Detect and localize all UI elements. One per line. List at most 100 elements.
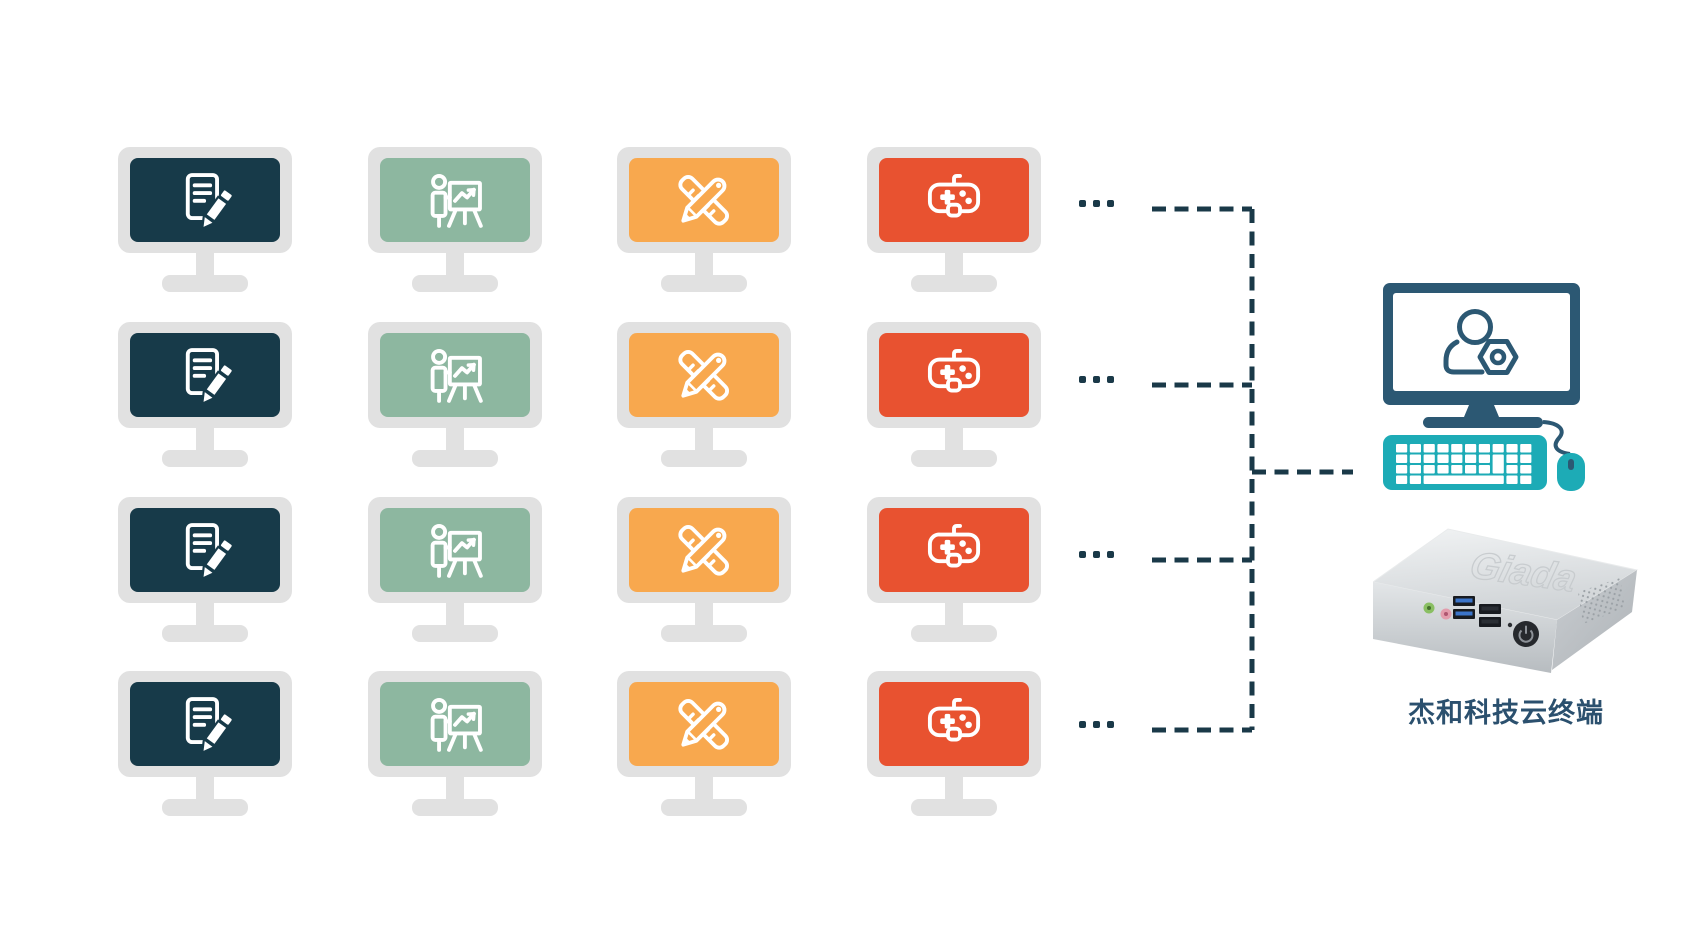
monitor-presentation-row-3 (368, 497, 542, 642)
row-ellipsis-3 (1079, 551, 1114, 558)
monitor-stand-base (661, 450, 747, 467)
ellipsis-dot (1079, 200, 1086, 207)
row-ellipsis-1 (1079, 200, 1114, 207)
ellipsis-dot (1093, 551, 1100, 558)
monitor-bezel (368, 671, 542, 777)
monitor-stand-base (412, 275, 498, 292)
monitor-bezel (617, 671, 791, 777)
monitor-bezel (118, 497, 292, 603)
monitor-screen (380, 508, 530, 592)
monitor-bezel (118, 147, 292, 253)
monitor-design-tools-row-1 (617, 147, 791, 292)
monitor-screen (629, 333, 779, 417)
usb3-ports (1453, 596, 1475, 619)
row-ellipsis-4 (1079, 721, 1114, 728)
ellipsis-dot (1079, 721, 1086, 728)
monitor-stand-neck (945, 428, 963, 452)
monitor-stand-neck (196, 603, 214, 627)
monitor-stand-base (412, 625, 498, 642)
cloud-terminal-device: Giada (1373, 528, 1639, 673)
keyboard-keys (1396, 444, 1532, 484)
monitor-stand-base (911, 625, 997, 642)
monitor-stand-neck (945, 253, 963, 277)
monitor-screen (380, 333, 530, 417)
monitor-stand-neck (196, 428, 214, 452)
monitor-design-tools-row-3 (617, 497, 791, 642)
monitor-stand-neck (695, 777, 713, 801)
monitor-stand-base (911, 799, 997, 816)
monitor-document-editing-row-2 (118, 322, 292, 467)
monitor-screen (879, 333, 1029, 417)
monitor-stand-neck (695, 253, 713, 277)
monitor-stand-base (661, 799, 747, 816)
device-vent-grid (1578, 578, 1625, 624)
monitor-bezel (368, 497, 542, 603)
ruler-pencil-icon (673, 344, 735, 406)
monitor-document-editing-row-4 (118, 671, 292, 816)
mouse-wheel (1568, 459, 1574, 470)
admin-workstation (1383, 283, 1585, 491)
monitor-gaming-row-3 (867, 497, 1041, 642)
device-front-ports (1423, 596, 1539, 647)
monitor-presentation-row-1 (368, 147, 542, 292)
ellipsis-dot (1093, 200, 1100, 207)
monitor-bezel (617, 497, 791, 603)
presenter-icon (424, 519, 486, 581)
admin-monitor-neck (1464, 405, 1499, 417)
user-gear-icon (1443, 309, 1519, 375)
monitor-bezel (118, 322, 292, 428)
monitor-stand-neck (695, 603, 713, 627)
monitor-stand-base (412, 450, 498, 467)
monitor-screen (380, 158, 530, 242)
gamepad-icon (923, 344, 985, 406)
monitor-stand-neck (446, 777, 464, 801)
ellipsis-dot (1107, 200, 1114, 207)
presenter-icon (424, 169, 486, 231)
monitor-stand-neck (196, 777, 214, 801)
monitor-screen (629, 508, 779, 592)
device-front-face (1373, 582, 1557, 673)
monitor-screen (380, 682, 530, 766)
ruler-pencil-icon (673, 693, 735, 755)
monitor-bezel (617, 147, 791, 253)
monitor-gaming-row-1 (867, 147, 1041, 292)
monitor-gaming-row-2 (867, 322, 1041, 467)
monitor-screen (130, 158, 280, 242)
monitor-bezel (368, 322, 542, 428)
gamepad-icon (923, 519, 985, 581)
monitor-stand-neck (196, 253, 214, 277)
ellipsis-dot (1107, 721, 1114, 728)
gamepad-icon (923, 693, 985, 755)
monitor-stand-base (162, 799, 248, 816)
monitor-stand-neck (945, 603, 963, 627)
monitor-document-editing-row-1 (118, 147, 292, 292)
monitor-screen (130, 333, 280, 417)
monitor-stand-base (911, 450, 997, 467)
doc-edit-icon (174, 693, 236, 755)
monitor-stand-base (661, 625, 747, 642)
monitor-stand-base (661, 275, 747, 292)
monitor-screen (879, 508, 1029, 592)
monitor-bezel (867, 322, 1041, 428)
usb2-ports (1479, 604, 1501, 627)
presenter-icon (424, 344, 486, 406)
audio-out-hole (1427, 606, 1431, 610)
monitor-screen (879, 682, 1029, 766)
monitor-stand-neck (446, 428, 464, 452)
monitor-screen (130, 508, 280, 592)
monitor-design-tools-row-4 (617, 671, 791, 816)
monitor-stand-neck (695, 428, 713, 452)
monitor-stand-neck (446, 253, 464, 277)
monitor-screen (879, 158, 1029, 242)
row-ellipsis-2 (1079, 376, 1114, 383)
monitor-presentation-row-2 (368, 322, 542, 467)
monitor-stand-base (162, 450, 248, 467)
monitor-screen (629, 682, 779, 766)
monitor-screen (130, 682, 280, 766)
monitor-bezel (118, 671, 292, 777)
doc-edit-icon (174, 344, 236, 406)
monitor-document-editing-row-3 (118, 497, 292, 642)
monitor-design-tools-row-2 (617, 322, 791, 467)
